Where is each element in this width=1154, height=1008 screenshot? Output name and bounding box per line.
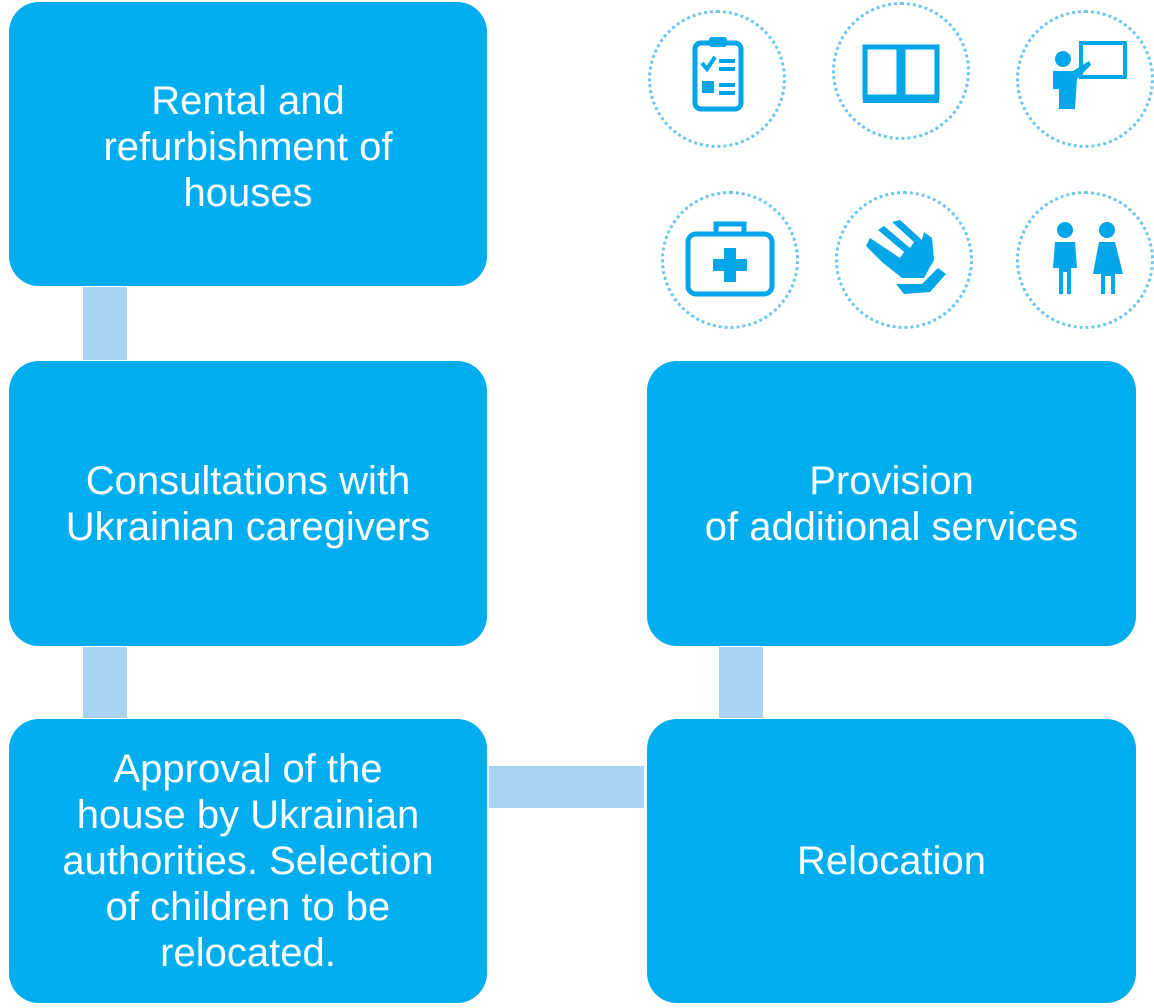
man-woman-icon [1016, 191, 1154, 329]
step-relocation-box: Relocation [647, 719, 1136, 1003]
step-approval-box: Approval of the house by Ukrainian autho… [9, 719, 487, 1003]
clipboard-checklist-icon [648, 10, 786, 148]
connector-relocation-provision [719, 647, 763, 718]
connector-approval-relocation [489, 766, 644, 808]
step-consultations-box: Consultations with Ukrainian caregivers [9, 361, 487, 646]
connector-consultations-approval [83, 647, 127, 718]
step-consultations-label: Consultations with Ukrainian caregivers [65, 458, 431, 549]
step-relocation-label: Relocation [796, 839, 986, 883]
step-rental-box: Rental and refurbishment of houses [9, 2, 487, 286]
step-provision-label: Provision of additional services [704, 458, 1079, 549]
open-book-icon [832, 2, 970, 140]
step-rental-label: Rental and refurbishment of houses [103, 79, 393, 215]
teacher-presentation-icon [1016, 10, 1154, 148]
helping-hands-icon [835, 191, 973, 329]
connector-rental-consultations [83, 287, 127, 360]
first-aid-kit-icon [661, 191, 799, 329]
step-approval-label: Approval of the house by Ukrainian autho… [62, 747, 434, 975]
step-provision-box: Provision of additional services [647, 361, 1136, 646]
